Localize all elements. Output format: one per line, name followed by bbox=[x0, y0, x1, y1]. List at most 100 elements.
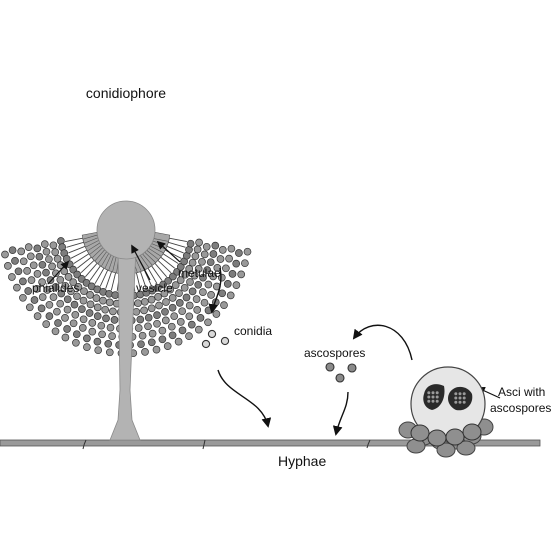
spore bbox=[74, 283, 83, 291]
conidium bbox=[201, 339, 211, 349]
conidia-germination-arrow bbox=[217, 369, 272, 428]
spore bbox=[134, 324, 143, 332]
spore bbox=[178, 307, 187, 316]
spore bbox=[73, 292, 81, 301]
spore bbox=[17, 247, 26, 256]
spore bbox=[30, 296, 39, 304]
spore bbox=[93, 337, 102, 346]
spore bbox=[193, 306, 202, 314]
spore bbox=[227, 244, 236, 253]
spore bbox=[188, 287, 197, 296]
spore bbox=[85, 309, 94, 317]
phialides-arrow bbox=[47, 260, 70, 285]
spore bbox=[82, 279, 91, 287]
asci-label-line2: ascospores bbox=[490, 401, 551, 415]
spore bbox=[198, 257, 206, 266]
spore bbox=[53, 307, 61, 316]
phialide bbox=[160, 256, 176, 269]
ascus-spore bbox=[454, 396, 458, 400]
spore bbox=[19, 277, 27, 286]
spore bbox=[38, 278, 46, 286]
spore bbox=[93, 312, 102, 320]
spore bbox=[69, 319, 78, 328]
ascus-spore bbox=[458, 396, 462, 400]
spore bbox=[192, 295, 201, 303]
spore bbox=[80, 287, 88, 296]
spore bbox=[207, 291, 215, 299]
spore bbox=[72, 338, 80, 347]
spore bbox=[45, 300, 54, 309]
phialide bbox=[80, 260, 95, 274]
phialide bbox=[73, 253, 90, 264]
vesicle bbox=[96, 200, 156, 260]
ascospore bbox=[335, 373, 345, 383]
spore bbox=[19, 293, 27, 302]
spore bbox=[42, 320, 51, 328]
spore bbox=[8, 273, 16, 281]
spore bbox=[196, 314, 205, 322]
spore bbox=[67, 287, 75, 296]
spore bbox=[188, 258, 197, 267]
spore bbox=[199, 273, 207, 282]
spore bbox=[160, 289, 169, 298]
spore bbox=[190, 271, 199, 280]
spore bbox=[99, 296, 107, 305]
cleistothecium bbox=[398, 366, 494, 458]
phialide bbox=[135, 272, 142, 291]
phialide bbox=[65, 237, 83, 243]
spore bbox=[33, 244, 42, 253]
spore bbox=[35, 252, 44, 261]
spore bbox=[79, 315, 88, 324]
spore bbox=[49, 293, 58, 301]
ascospores bbox=[325, 362, 357, 383]
phialide bbox=[89, 265, 101, 281]
spore bbox=[180, 283, 189, 292]
spore bbox=[222, 264, 230, 273]
spore bbox=[216, 255, 225, 263]
spore bbox=[40, 240, 49, 248]
spore bbox=[144, 322, 152, 331]
spore bbox=[136, 315, 145, 324]
spore bbox=[108, 332, 116, 340]
spore bbox=[53, 254, 62, 263]
spore bbox=[19, 257, 28, 266]
phialide bbox=[162, 253, 179, 264]
spore bbox=[187, 320, 196, 329]
ascus-spore bbox=[458, 400, 462, 404]
spore bbox=[153, 311, 161, 319]
ascus-spores bbox=[427, 391, 466, 404]
phialide bbox=[99, 269, 109, 287]
spore bbox=[206, 258, 215, 267]
spore bbox=[54, 319, 62, 327]
spore bbox=[110, 316, 119, 324]
spore bbox=[203, 266, 212, 274]
conidiophore-stalk bbox=[109, 245, 141, 441]
ascospores-label: ascospores bbox=[304, 346, 365, 360]
spore bbox=[194, 265, 203, 273]
spore bbox=[218, 246, 227, 254]
spore bbox=[175, 299, 184, 307]
ascus-spore bbox=[431, 399, 435, 403]
spore bbox=[32, 285, 41, 293]
spore bbox=[33, 270, 42, 278]
spore bbox=[158, 335, 167, 344]
spore bbox=[194, 280, 203, 289]
spore bbox=[185, 312, 194, 321]
spore bbox=[64, 273, 73, 281]
spore bbox=[212, 310, 221, 318]
ascus-spore bbox=[427, 391, 431, 395]
spore bbox=[148, 329, 157, 338]
spore bbox=[49, 241, 58, 250]
ascospore-release-arrow bbox=[352, 324, 413, 361]
spore bbox=[154, 293, 162, 301]
spore bbox=[23, 267, 31, 275]
spore bbox=[83, 334, 91, 343]
spore bbox=[141, 297, 149, 306]
spore bbox=[235, 249, 243, 257]
spore bbox=[37, 304, 46, 313]
spore bbox=[220, 301, 228, 309]
conidia bbox=[201, 329, 230, 349]
spore bbox=[98, 330, 106, 339]
spore bbox=[46, 276, 55, 284]
ascus-spore bbox=[454, 392, 458, 396]
